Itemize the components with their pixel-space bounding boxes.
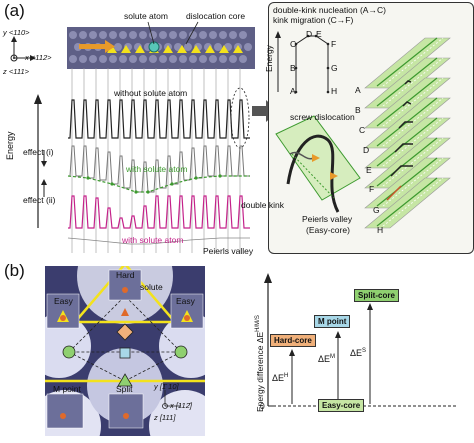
axis-b-x: x [112̄]	[170, 401, 192, 410]
strip-label-g: G	[373, 205, 380, 215]
kink-strips	[364, 37, 451, 229]
screw-dislocation-sketch	[275, 115, 361, 213]
split-label: Split	[116, 384, 133, 394]
state-b: B	[290, 63, 296, 73]
with-solute-label-2: with solute atom	[122, 235, 184, 245]
axis-y-label: y <110>	[3, 28, 30, 37]
energy-diff-text: Energy difference ΔE	[254, 331, 265, 412]
zero-label: 0	[260, 401, 265, 411]
energy-diff-label: Energy difference ΔEH/M/S	[255, 315, 265, 412]
solute-label: solute	[140, 282, 163, 292]
strip-label-a: A	[355, 85, 361, 95]
effect-ii-label: effect (ii)	[23, 195, 56, 205]
state-h: H	[331, 86, 338, 96]
without-solute-label: without solute atom	[114, 88, 188, 98]
m-point-box: M point	[314, 315, 351, 328]
effect-i-label: effect (i)	[23, 147, 54, 157]
axis-b-z: z [111]	[154, 413, 176, 422]
delta-m-sup: M	[330, 354, 336, 360]
strip-label-d: D	[363, 145, 370, 155]
hard-core-box: Hard-core	[270, 334, 316, 347]
strip-label-c: C	[359, 125, 366, 135]
peierls-valley-right-2: (Easy-core)	[306, 225, 350, 235]
panel-a-label: (a)	[4, 1, 25, 20]
state-a: A	[290, 86, 296, 96]
easy-left-label: Easy	[54, 296, 73, 306]
delta-s-text: ΔE	[350, 348, 363, 358]
strip-label-f: F	[369, 184, 375, 194]
panel-b-label: (b)	[4, 261, 25, 280]
m-point-label: M point	[53, 384, 81, 394]
screw-dislocation-label: screw dislocation	[290, 112, 355, 122]
delta-s-sup: S	[362, 348, 367, 354]
solute-atom-label: solute atom	[124, 11, 168, 21]
delta-h-sup: H	[284, 373, 289, 379]
axis-z-label: z <111>	[3, 67, 29, 76]
energy-diff-sup: H/M/S	[255, 315, 261, 332]
peierls-valley-right-1: Peierls valley	[302, 214, 353, 224]
axis-x-label: x <112>	[25, 53, 52, 62]
effect-brackets	[41, 150, 47, 197]
axis-b-y: y [1̄ 10]	[154, 382, 179, 391]
state-path	[275, 31, 330, 94]
core-map	[45, 266, 205, 436]
split-core-box: Split-core	[354, 289, 399, 302]
strip-label-b: B	[355, 105, 361, 115]
kink-title-line2: kink migration (C→F)	[273, 15, 354, 25]
energy-profiles	[67, 68, 250, 253]
state-e: E	[316, 29, 322, 39]
double-kink-label: double kink	[241, 200, 285, 210]
easy-core-box: Easy-core	[318, 399, 365, 412]
kink-title-line1: double-kink nucleation (A→C)	[273, 5, 386, 15]
delta-h-text: ΔE	[272, 373, 285, 383]
delta-s: ΔES	[350, 348, 366, 358]
strip-label-e: E	[366, 165, 372, 175]
with-solute-label-1: with solute atom	[126, 164, 188, 174]
easy-right-label: Easy	[176, 296, 195, 306]
delta-m: ΔEM	[318, 354, 335, 364]
axes-glyph	[10, 36, 36, 62]
hard-label: Hard	[116, 270, 135, 280]
state-c: C	[290, 39, 297, 49]
state-g: G	[331, 63, 338, 73]
callout-lines	[147, 21, 199, 45]
atom-strip	[67, 27, 255, 69]
energy-label: Energy	[5, 131, 15, 160]
strip-label-h: H	[377, 225, 384, 235]
dislocation-core-label: dislocation core	[186, 11, 246, 21]
kink-energy-label: Energy	[264, 45, 274, 72]
state-d: D	[306, 29, 313, 39]
energy-axis-arrow	[34, 94, 42, 228]
peierls-valley-label: Peierls valley	[203, 246, 254, 256]
state-f: F	[331, 39, 337, 49]
delta-m-text: ΔE	[318, 354, 331, 364]
delta-h: ΔEH	[272, 373, 288, 383]
